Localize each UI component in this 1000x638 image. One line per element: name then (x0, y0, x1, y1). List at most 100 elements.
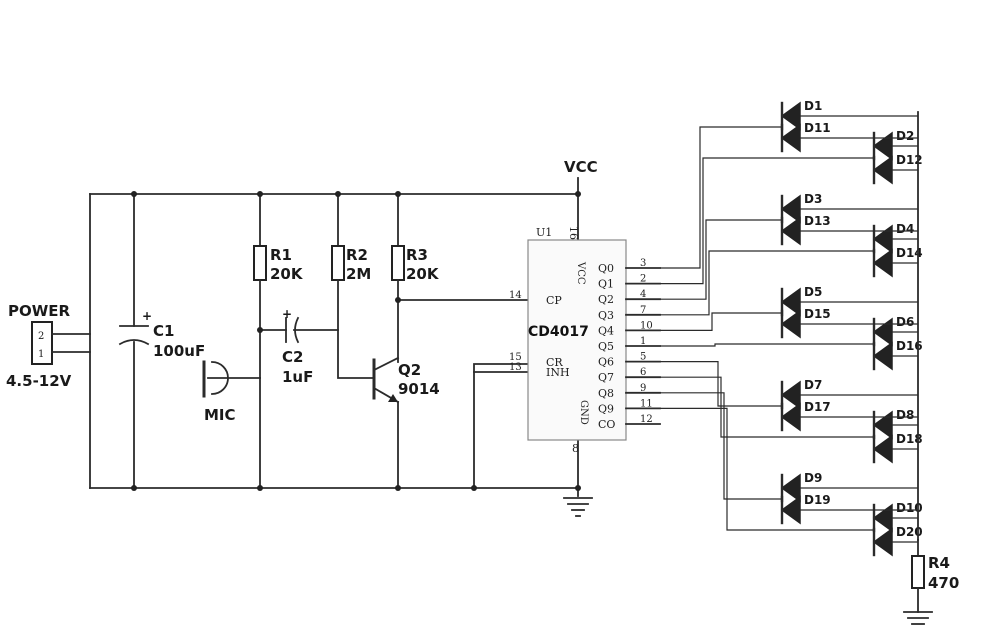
ic-right-pin-num: 10 (640, 320, 653, 331)
power-voltage: 4.5-12V (6, 372, 72, 390)
resistor-r3: R3 20K (391, 193, 529, 363)
ic-right-pin-num: 11 (640, 398, 653, 409)
power-label: POWER (8, 302, 71, 320)
microphone: MIC (202, 360, 261, 489)
diode-label: D15 (804, 307, 831, 321)
q2-name: Q2 (398, 361, 421, 379)
ic-right-pin-num: 2 (640, 274, 646, 285)
diode-label: D14 (896, 246, 923, 260)
ic-left-pin-num: 13 (509, 362, 522, 373)
diode-d19: D19 (780, 493, 831, 525)
ic-right-pin-label: Q7 (598, 371, 614, 384)
c1-name: C1 (153, 322, 174, 340)
ground-symbol-main (563, 497, 593, 517)
diode-d20: D20 (872, 525, 923, 557)
ic-right-pin-label: Q9 (598, 402, 614, 415)
diode-d15: D15 (780, 307, 831, 339)
diode-d1: D1 (780, 99, 822, 131)
diode-label: D18 (896, 432, 923, 446)
transistor-q2: Q2 9014 (372, 356, 440, 489)
c1-value: 100uF (153, 342, 205, 360)
ic-right-pin-num: 3 (640, 258, 646, 269)
resistor-r4: R4 470 (903, 539, 959, 625)
diode-label: D2 (896, 129, 914, 143)
ic-right-pin-num: 1 (640, 336, 646, 347)
c1-polarity: + (142, 309, 152, 323)
power-connector: 2 1 POWER 4.5-12V (6, 302, 91, 390)
ic-right-pin-num: 9 (640, 383, 646, 394)
ic-right-pin-num: 4 (640, 289, 646, 300)
diode-label: D7 (804, 378, 822, 392)
diode-label: D4 (896, 222, 914, 236)
diode-label: D17 (804, 400, 831, 414)
ic-right-pin-label: Q3 (598, 309, 614, 322)
resistor-r2: R2 2M (331, 193, 375, 379)
ic-gnd-pin-num: 8 (572, 442, 579, 455)
r3-name: R3 (406, 246, 428, 264)
rails (89, 177, 579, 497)
power-pin-1: 1 (38, 349, 44, 360)
ic-right-pin-label: Q4 (598, 324, 614, 337)
r4-value: 470 (928, 574, 959, 592)
c2-polarity: + (282, 307, 292, 321)
diode-label: D1 (804, 99, 822, 113)
capacitor-c2: + C2 1uF (259, 307, 339, 386)
ic-right-pin-label: Q0 (598, 262, 614, 275)
diode-label: D12 (896, 153, 923, 167)
ic-left-pin-num: 15 (509, 352, 522, 363)
r1-value: 20K (270, 265, 304, 283)
ic-gnd-pin-label: GND (578, 400, 589, 425)
diode-d10: D10 (872, 501, 923, 533)
diode-d13: D13 (780, 214, 831, 246)
r2-value: 2M (346, 265, 371, 283)
r1-name: R1 (270, 246, 292, 264)
reset-inhibit-wiring (473, 363, 529, 489)
capacitor-c1: + C1 100uF (118, 193, 205, 489)
diode-label: D11 (804, 121, 831, 135)
ic-right-pin-num: 7 (640, 305, 646, 316)
power-pin-2: 2 (38, 331, 44, 342)
ic-right-pin-label: CO (598, 418, 615, 431)
ic-right-pin-label: Q6 (598, 356, 614, 369)
ic-right-pin-num: 5 (640, 352, 646, 363)
diode-label: D5 (804, 285, 822, 299)
diode-d18: D18 (872, 432, 923, 464)
mic-label: MIC (204, 406, 236, 424)
r2-name: R2 (346, 246, 368, 264)
ic-cd4017: CD4017 U1 16 VCC GND 8 (527, 226, 627, 455)
vcc-label: VCC (564, 158, 598, 176)
ic-right-pin-num: 6 (640, 367, 646, 378)
ic-right-pin-label: Q5 (598, 340, 614, 353)
ic-right-pin-label: Q8 (598, 387, 614, 400)
ic-vcc-pin-label: VCC (575, 261, 586, 285)
diode-label: D9 (804, 471, 822, 485)
ic-vcc-pin-num: 16 (567, 226, 580, 240)
diode-label: D13 (804, 214, 831, 228)
diode-label: D10 (896, 501, 923, 515)
diode-label: D19 (804, 493, 831, 507)
ic-ref: U1 (536, 226, 552, 239)
c2-name: C2 (282, 348, 303, 366)
r4-name: R4 (928, 554, 950, 572)
diode-label: D20 (896, 525, 923, 539)
c2-value: 1uF (282, 368, 313, 386)
diode-label: D16 (896, 339, 923, 353)
ic-right-pin-label: Q1 (598, 278, 614, 291)
diode-d14: D14 (872, 246, 923, 278)
diode-d11: D11 (780, 121, 831, 153)
diode-label: D3 (804, 192, 822, 206)
ic-name: CD4017 (528, 324, 589, 340)
junctions (131, 191, 581, 491)
diode-label: D6 (896, 315, 914, 329)
ic-left-pin-num: 14 (509, 290, 522, 301)
q2-value: 9014 (398, 380, 440, 398)
ic-right-pin-num: 12 (640, 414, 653, 425)
ic-left-pin-label: INH (546, 366, 570, 379)
diode-label: D8 (896, 408, 914, 422)
diode-d12: D12 (872, 153, 923, 185)
diode-d16: D16 (872, 339, 923, 371)
ic-left-pin-label: CP (546, 294, 562, 307)
ic-right-pin-label: Q2 (598, 293, 614, 306)
diode-d17: D17 (780, 400, 831, 432)
